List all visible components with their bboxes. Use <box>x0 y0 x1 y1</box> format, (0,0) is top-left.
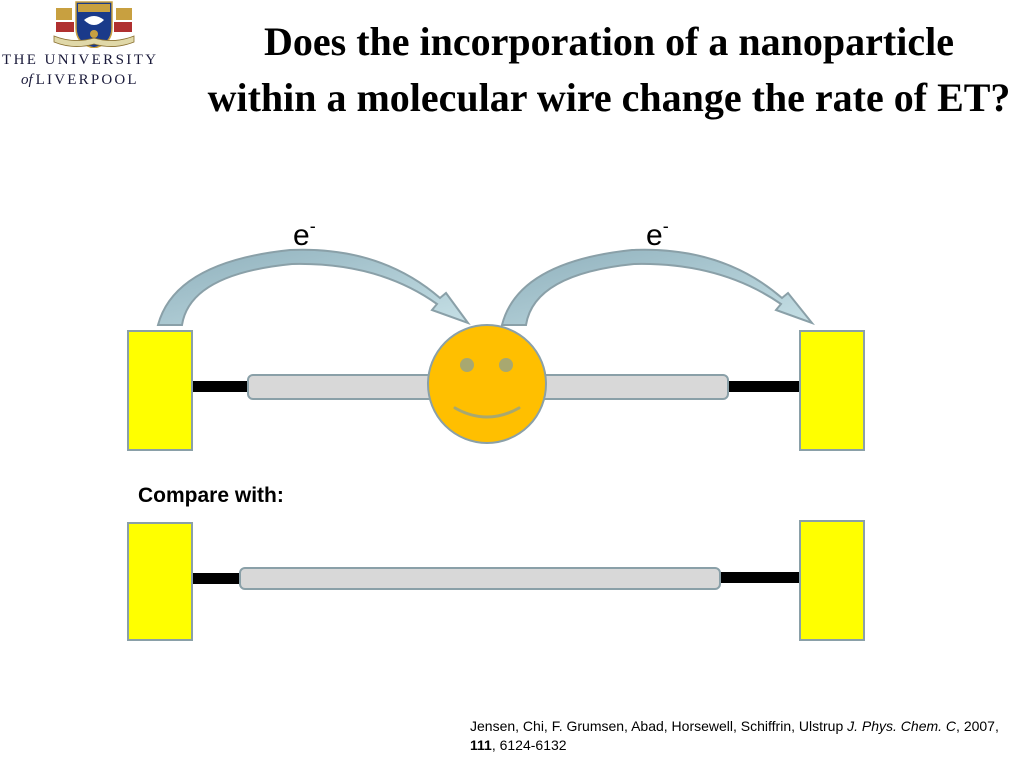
citation-journal: J. Phys. Chem. C <box>847 718 957 734</box>
electrode-left-top <box>127 330 193 451</box>
nanoparticle-eye-right <box>499 358 513 372</box>
citation-year: , 2007, <box>956 718 999 734</box>
electrode-right-bottom <box>799 520 865 641</box>
nanoparticle <box>427 324 547 444</box>
nanoparticle-eye-left <box>460 358 474 372</box>
citation-pages: , 6124-6132 <box>491 737 567 753</box>
logo-name: LIVERPOOL <box>35 72 139 88</box>
citation-authors: Jensen, Chi, F. Grumsen, Abad, Horsewell… <box>470 718 848 734</box>
wire-anchor-left-bottom <box>192 573 242 584</box>
wire-anchor-right-bottom <box>718 572 802 583</box>
citation-volume: 111 <box>470 737 492 753</box>
wire-anchor-right-top <box>726 381 802 392</box>
electrode-left-bottom <box>127 522 193 641</box>
nanoparticle-smile <box>453 406 521 419</box>
compare-label: Compare with: <box>138 484 284 507</box>
slide-title: Does the incorporation of a nanoparticle… <box>207 19 1011 120</box>
electron-label-2: e- <box>646 216 669 252</box>
logo-line-1: THE UNIVERSITY <box>2 52 159 68</box>
electron-label-1: e- <box>293 216 316 252</box>
wire-anchor-left-top <box>192 381 250 392</box>
molecular-wire-bottom <box>239 567 721 590</box>
molecular-wire-right <box>535 374 729 400</box>
university-crest-icon <box>53 1 135 48</box>
logo-of: of <box>21 72 33 88</box>
citation: Jensen, Chi, F. Grumsen, Abad, Horsewell… <box>470 717 1000 755</box>
electron-transfer-arrow-2 <box>500 248 815 326</box>
electron-transfer-arrow-1 <box>156 248 471 326</box>
electrode-right-top <box>799 330 865 451</box>
molecular-wire-left <box>247 374 439 400</box>
